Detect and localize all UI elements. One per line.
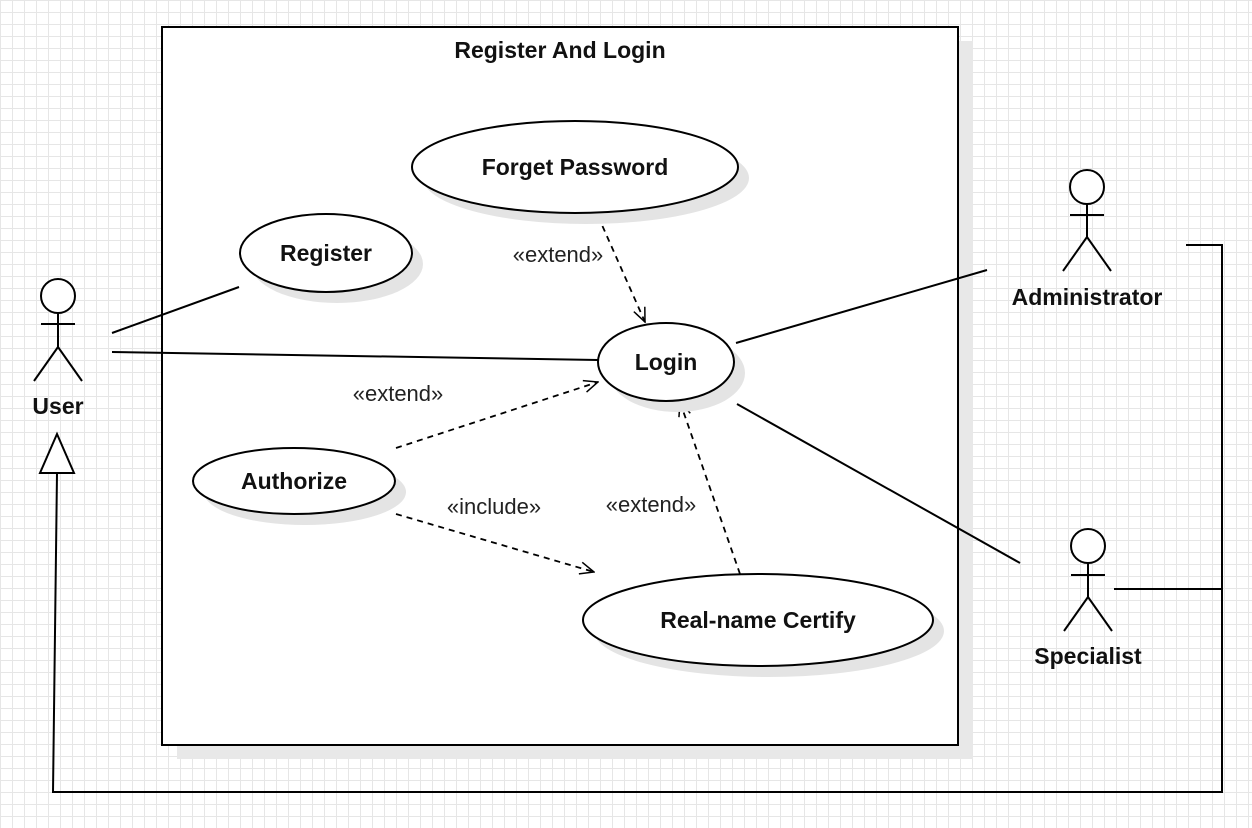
use-case-authorize[interactable]: Authorize	[192, 447, 406, 525]
use-case-real-name-certify[interactable]: Real-name Certify	[582, 573, 944, 677]
system-title: Register And Login	[454, 37, 665, 63]
use-case-ellipse	[239, 213, 413, 293]
actor-leg-left	[33, 346, 59, 382]
use-case-label: Forget Password	[482, 154, 669, 180]
generalization-triangle-icon	[38, 431, 76, 474]
use-case-forget-password[interactable]: Forget Password	[411, 120, 749, 224]
actor-head-icon	[1069, 169, 1105, 205]
associations	[111, 269, 1021, 564]
actor-label-specialist: Specialist	[1034, 643, 1142, 669]
use-case-ellipse	[582, 573, 934, 667]
include-arrow-authorize-certify	[395, 513, 594, 572]
use-case-label: Real-name Certify	[660, 607, 856, 633]
use-case-label: Authorize	[241, 468, 347, 494]
actor-label-user: User	[32, 393, 83, 419]
generalization-connector	[51, 244, 1223, 793]
include-label-authorize: «include»	[447, 494, 541, 519]
extend-label-certify: «extend»	[606, 492, 697, 517]
extend-arrow-certify-login	[680, 402, 741, 575]
actor-head-icon	[1070, 528, 1106, 564]
actor-leg-right	[1087, 596, 1113, 632]
actor-user[interactable]	[33, 278, 83, 382]
association-user-login	[111, 351, 599, 361]
actor-leg-left	[1062, 236, 1088, 272]
actor-leg-right	[57, 346, 83, 382]
actor-specialist[interactable]	[1063, 528, 1113, 632]
extend-arrow-forget-password-login	[597, 215, 646, 322]
actor-label-administrator: Administrator	[1012, 284, 1163, 310]
actor-administrator[interactable]	[1062, 169, 1112, 272]
extend-arrow-authorize-login	[395, 382, 598, 449]
association-administrator-login	[735, 269, 988, 344]
actor-head-icon	[40, 278, 76, 314]
dependencies	[395, 215, 741, 575]
association-user-register	[111, 286, 240, 334]
actor-leg-right	[1086, 236, 1112, 272]
use-case-ellipse	[192, 447, 396, 515]
extend-label-forget-password: «extend»	[513, 242, 604, 267]
use-case-register[interactable]: Register	[239, 213, 423, 303]
extend-label-authorize: «extend»	[353, 381, 444, 406]
use-case-label: Login	[635, 349, 698, 375]
association-specialist-login	[736, 403, 1021, 564]
actor-leg-left	[1063, 596, 1089, 632]
use-case-label: Register	[280, 240, 372, 266]
use-case-ellipse	[411, 120, 739, 214]
generalization-to-user	[38, 244, 1223, 793]
use-case-login[interactable]: Login	[597, 322, 745, 412]
use-case-ellipse	[597, 322, 735, 402]
